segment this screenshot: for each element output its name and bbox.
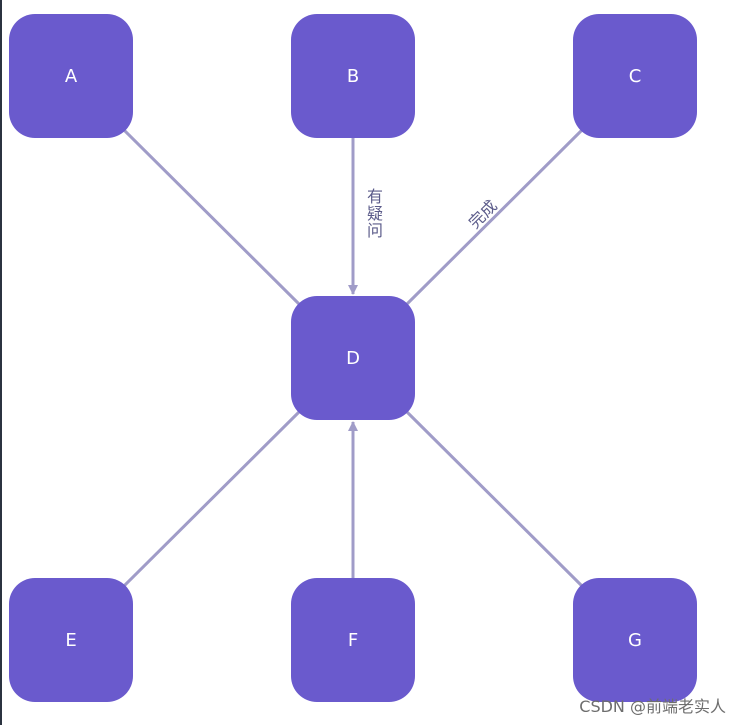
edge-label-b-d: 有疑问 <box>364 188 383 239</box>
node-e-label: E <box>65 629 77 651</box>
edge-a-d <box>122 128 302 307</box>
node-b-label: B <box>346 65 360 87</box>
node-d[interactable]: D <box>291 296 415 420</box>
node-f[interactable]: F <box>291 578 415 702</box>
node-g[interactable]: G <box>573 578 697 702</box>
edge-c-d <box>404 128 584 307</box>
watermark: CSDN @前端老实人 <box>579 697 726 716</box>
window-left-border <box>0 0 2 725</box>
node-a-label: A <box>64 65 78 87</box>
node-c-label: C <box>628 65 642 87</box>
edge-e-d <box>122 409 302 588</box>
node-a[interactable]: A <box>9 14 133 138</box>
node-e[interactable]: E <box>9 578 133 702</box>
node-d-label: D <box>346 347 360 369</box>
node-c[interactable]: C <box>573 14 697 138</box>
node-f-label: F <box>347 629 359 651</box>
node-b[interactable]: B <box>291 14 415 138</box>
edge-g-d <box>404 409 584 588</box>
node-g-label: G <box>628 629 642 651</box>
